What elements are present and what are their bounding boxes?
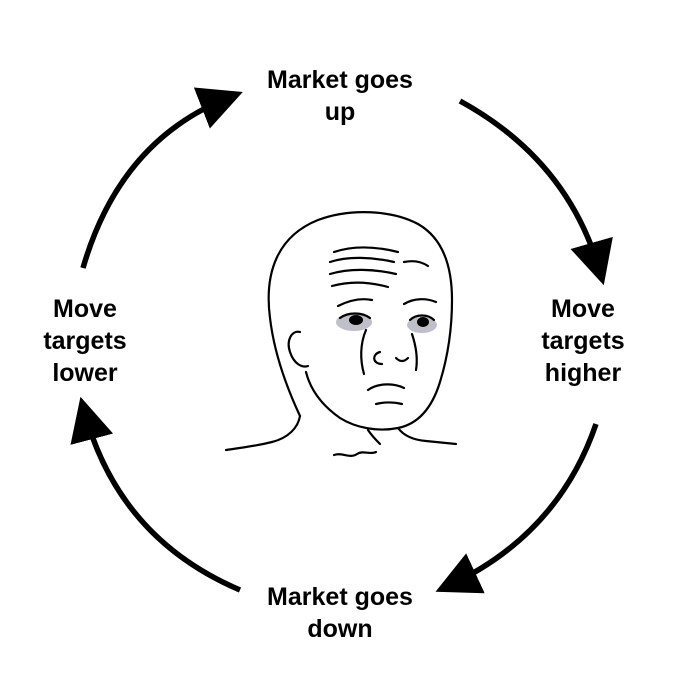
ear — [287, 330, 310, 368]
left-eye — [338, 312, 372, 320]
nostril — [394, 356, 410, 363]
label-line: up — [324, 98, 356, 126]
right-eyebrow — [402, 298, 438, 306]
neck-left — [224, 414, 302, 452]
mouth — [366, 383, 406, 392]
arrow-left-to-top — [80, 87, 243, 269]
collarbone — [332, 450, 378, 457]
neck-right — [396, 426, 458, 446]
wrinkle-4 — [330, 281, 390, 289]
label-line: Market goes — [267, 583, 413, 611]
head-outline — [267, 211, 454, 431]
wrinkle-5 — [402, 260, 430, 268]
cheek-line — [360, 328, 368, 376]
label-line: down — [307, 615, 373, 643]
label-market-goes-down: Market goes down — [240, 581, 440, 645]
label-line: Move — [53, 295, 117, 323]
arrow-top-to-right — [458, 98, 613, 286]
label-move-targets-higher: Move targets higher — [518, 293, 648, 389]
left-eyebrow — [336, 298, 374, 308]
cheek-line-2 — [410, 332, 418, 372]
arrow-bottom-to-left — [70, 396, 242, 593]
label-line: Move — [551, 295, 615, 323]
chin-line — [374, 401, 404, 406]
label-line: targets — [541, 327, 625, 355]
neck-line — [366, 428, 382, 446]
wrinkle-1 — [332, 246, 400, 254]
left-pupil — [349, 315, 363, 325]
wrinkle-3 — [328, 268, 398, 276]
label-line: higher — [544, 359, 622, 387]
label-line: lower — [52, 359, 118, 387]
label-move-targets-lower: Move targets lower — [20, 293, 150, 389]
right-eye — [408, 314, 436, 322]
wrinkle-2 — [328, 256, 396, 264]
nose — [373, 350, 384, 366]
label-line: Market goes — [267, 66, 413, 94]
label-line: targets — [43, 327, 127, 355]
arrow-right-to-bottom — [435, 423, 599, 594]
label-market-goes-up: Market goes up — [240, 64, 440, 128]
right-pupil — [417, 317, 429, 327]
sad-wojak-face-icon — [224, 211, 458, 457]
